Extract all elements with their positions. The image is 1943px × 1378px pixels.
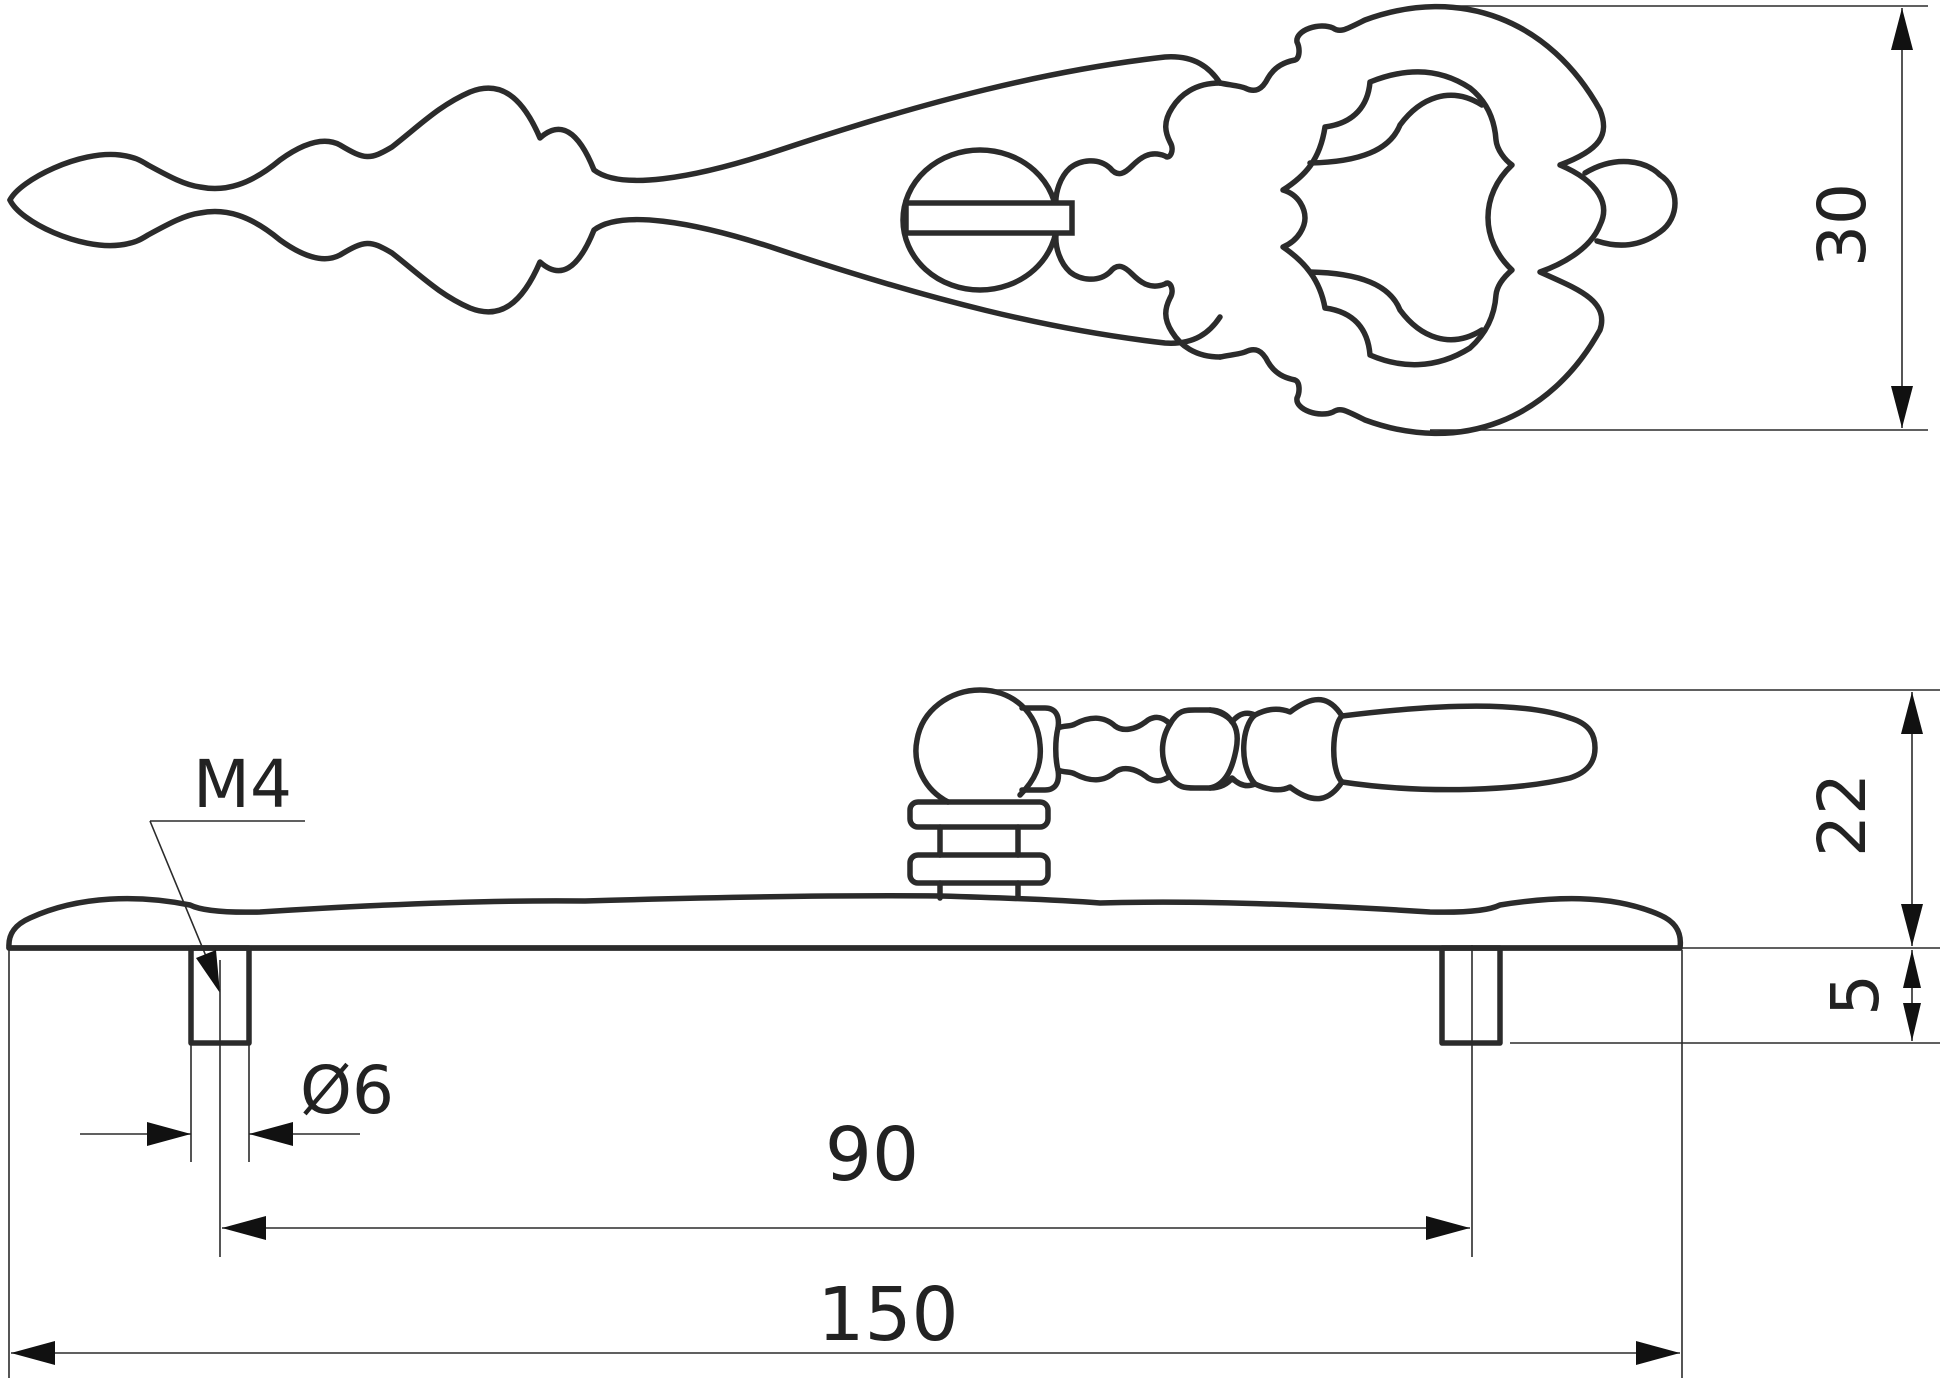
side-view-lever-seg4 — [1241, 712, 1258, 787]
dimension-depth-arrow-bottom — [1903, 1003, 1921, 1041]
dimension-width: 30 — [1430, 5, 1928, 431]
side-view-ball — [913, 687, 1044, 805]
side-view-washer-mid — [907, 852, 1051, 886]
dimension-width-arrow-top — [1891, 8, 1913, 50]
dimension-height-arrow-bottom — [1901, 904, 1923, 946]
dimension-depth-arrow-top — [1903, 950, 1921, 988]
callout-thread: M4 — [149, 746, 305, 993]
side-view-right-pillar — [1439, 945, 1503, 1046]
dimension-diameter-arrow-left — [147, 1122, 191, 1146]
dimension-diameter-label: Ø6 — [300, 1052, 394, 1129]
side-view — [6, 687, 1684, 1046]
dimension-center-arrow-right — [1426, 1216, 1470, 1240]
dimension-center: 90 — [219, 945, 1473, 1257]
top-view — [7, 3, 1678, 437]
top-view-side-loop — [1582, 158, 1678, 248]
top-view-head-outline — [1217, 3, 1607, 437]
top-view-handle-outline-lower — [7, 197, 1223, 346]
dimension-height-arrow-top — [1901, 692, 1923, 734]
top-view-inner-curve-top — [1307, 92, 1485, 166]
dimension-center-arrow-left — [222, 1216, 266, 1240]
callout-thread-arrow — [196, 950, 220, 993]
dimension-diameter: Ø6 — [80, 1043, 394, 1162]
top-view-joint — [1053, 80, 1223, 208]
dimension-diameter-arrow-right — [249, 1122, 293, 1146]
dimension-height: 22 — [980, 689, 1940, 949]
side-view-base-plate — [6, 892, 1684, 951]
top-view-joint-lower — [1053, 232, 1223, 360]
top-view-inner-curve-bottom — [1307, 269, 1485, 343]
dimension-height-label: 22 — [1804, 773, 1881, 857]
dimension-overall-arrow-left — [11, 1341, 55, 1365]
dimension-depth-label: 5 — [1817, 974, 1894, 1016]
callout-thread-label: M4 — [193, 746, 292, 823]
top-view-handle-outline — [7, 54, 1223, 203]
top-view-screw-slot — [903, 200, 1075, 236]
dimension-overall: 150 — [8, 950, 1683, 1378]
side-view-lever-seg1 — [1053, 725, 1061, 773]
dimension-depth: 5 — [1510, 950, 1940, 1044]
side-view-washer-top — [907, 799, 1051, 830]
side-view-lever — [1019, 696, 1598, 802]
dimension-width-label: 30 — [1804, 183, 1881, 267]
dimension-overall-label: 150 — [817, 1272, 958, 1358]
side-view-lever-seg5 — [1331, 713, 1345, 785]
side-view-lever-seg3 — [1207, 707, 1240, 791]
dimension-overall-arrow-right — [1636, 1341, 1680, 1365]
side-view-lever-seg2 — [1159, 721, 1173, 779]
dimension-width-arrow-bottom — [1891, 386, 1913, 428]
top-view-inner-opening — [1280, 69, 1515, 368]
dimension-center-label: 90 — [825, 1112, 919, 1198]
